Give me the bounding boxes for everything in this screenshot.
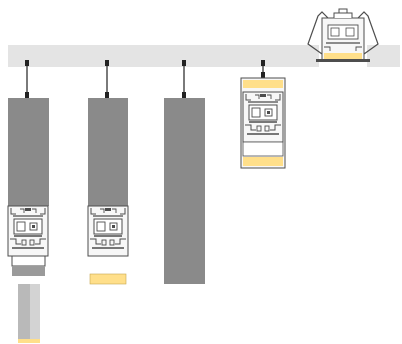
pendant-housing [88, 98, 128, 206]
profile-chamber-detail [345, 27, 355, 37]
installation-recessed-profile [307, 8, 379, 67]
diffuser-light-bottom [89, 273, 127, 285]
cable-clamp [182, 60, 186, 66]
installation-suspended-profile-up-down [240, 60, 286, 169]
pendant-housing [8, 98, 49, 206]
cable-clamp [261, 60, 265, 66]
spring-clip-right [357, 11, 379, 55]
diffuser-light-top [243, 80, 283, 88]
installation-pendant-with-profile-and-extension [7, 60, 49, 343]
diffuser-light-bottom [18, 339, 40, 343]
spring-clip-left [307, 11, 329, 55]
cable-clamp [105, 92, 109, 98]
profile-cross-section [7, 205, 49, 257]
profile-cross-section [242, 91, 284, 143]
cable-clamp [105, 60, 109, 66]
profile-top-rails [333, 8, 353, 18]
cable-clamp [25, 60, 29, 66]
profile-adapter [11, 255, 46, 267]
installation-pendant-with-profile [87, 60, 129, 285]
cable-clamp [261, 72, 265, 78]
installation-pendant-housing [164, 60, 205, 284]
profile-lower-fins [324, 46, 362, 51]
diffuser-light-bottom [324, 53, 362, 59]
profile-chamber-detail [330, 27, 340, 37]
pendant-housing [164, 98, 205, 284]
profile-cross-section [87, 205, 129, 257]
cable-clamp [25, 92, 29, 98]
profile-chamber [327, 24, 359, 40]
profile-flange [316, 59, 370, 62]
diffuser-light-bottom [243, 157, 283, 166]
extension-tube-shade [30, 284, 40, 340]
profile-body-lower [242, 141, 284, 157]
cable-clamp [182, 92, 186, 98]
profile-adapter-cap [12, 266, 45, 276]
